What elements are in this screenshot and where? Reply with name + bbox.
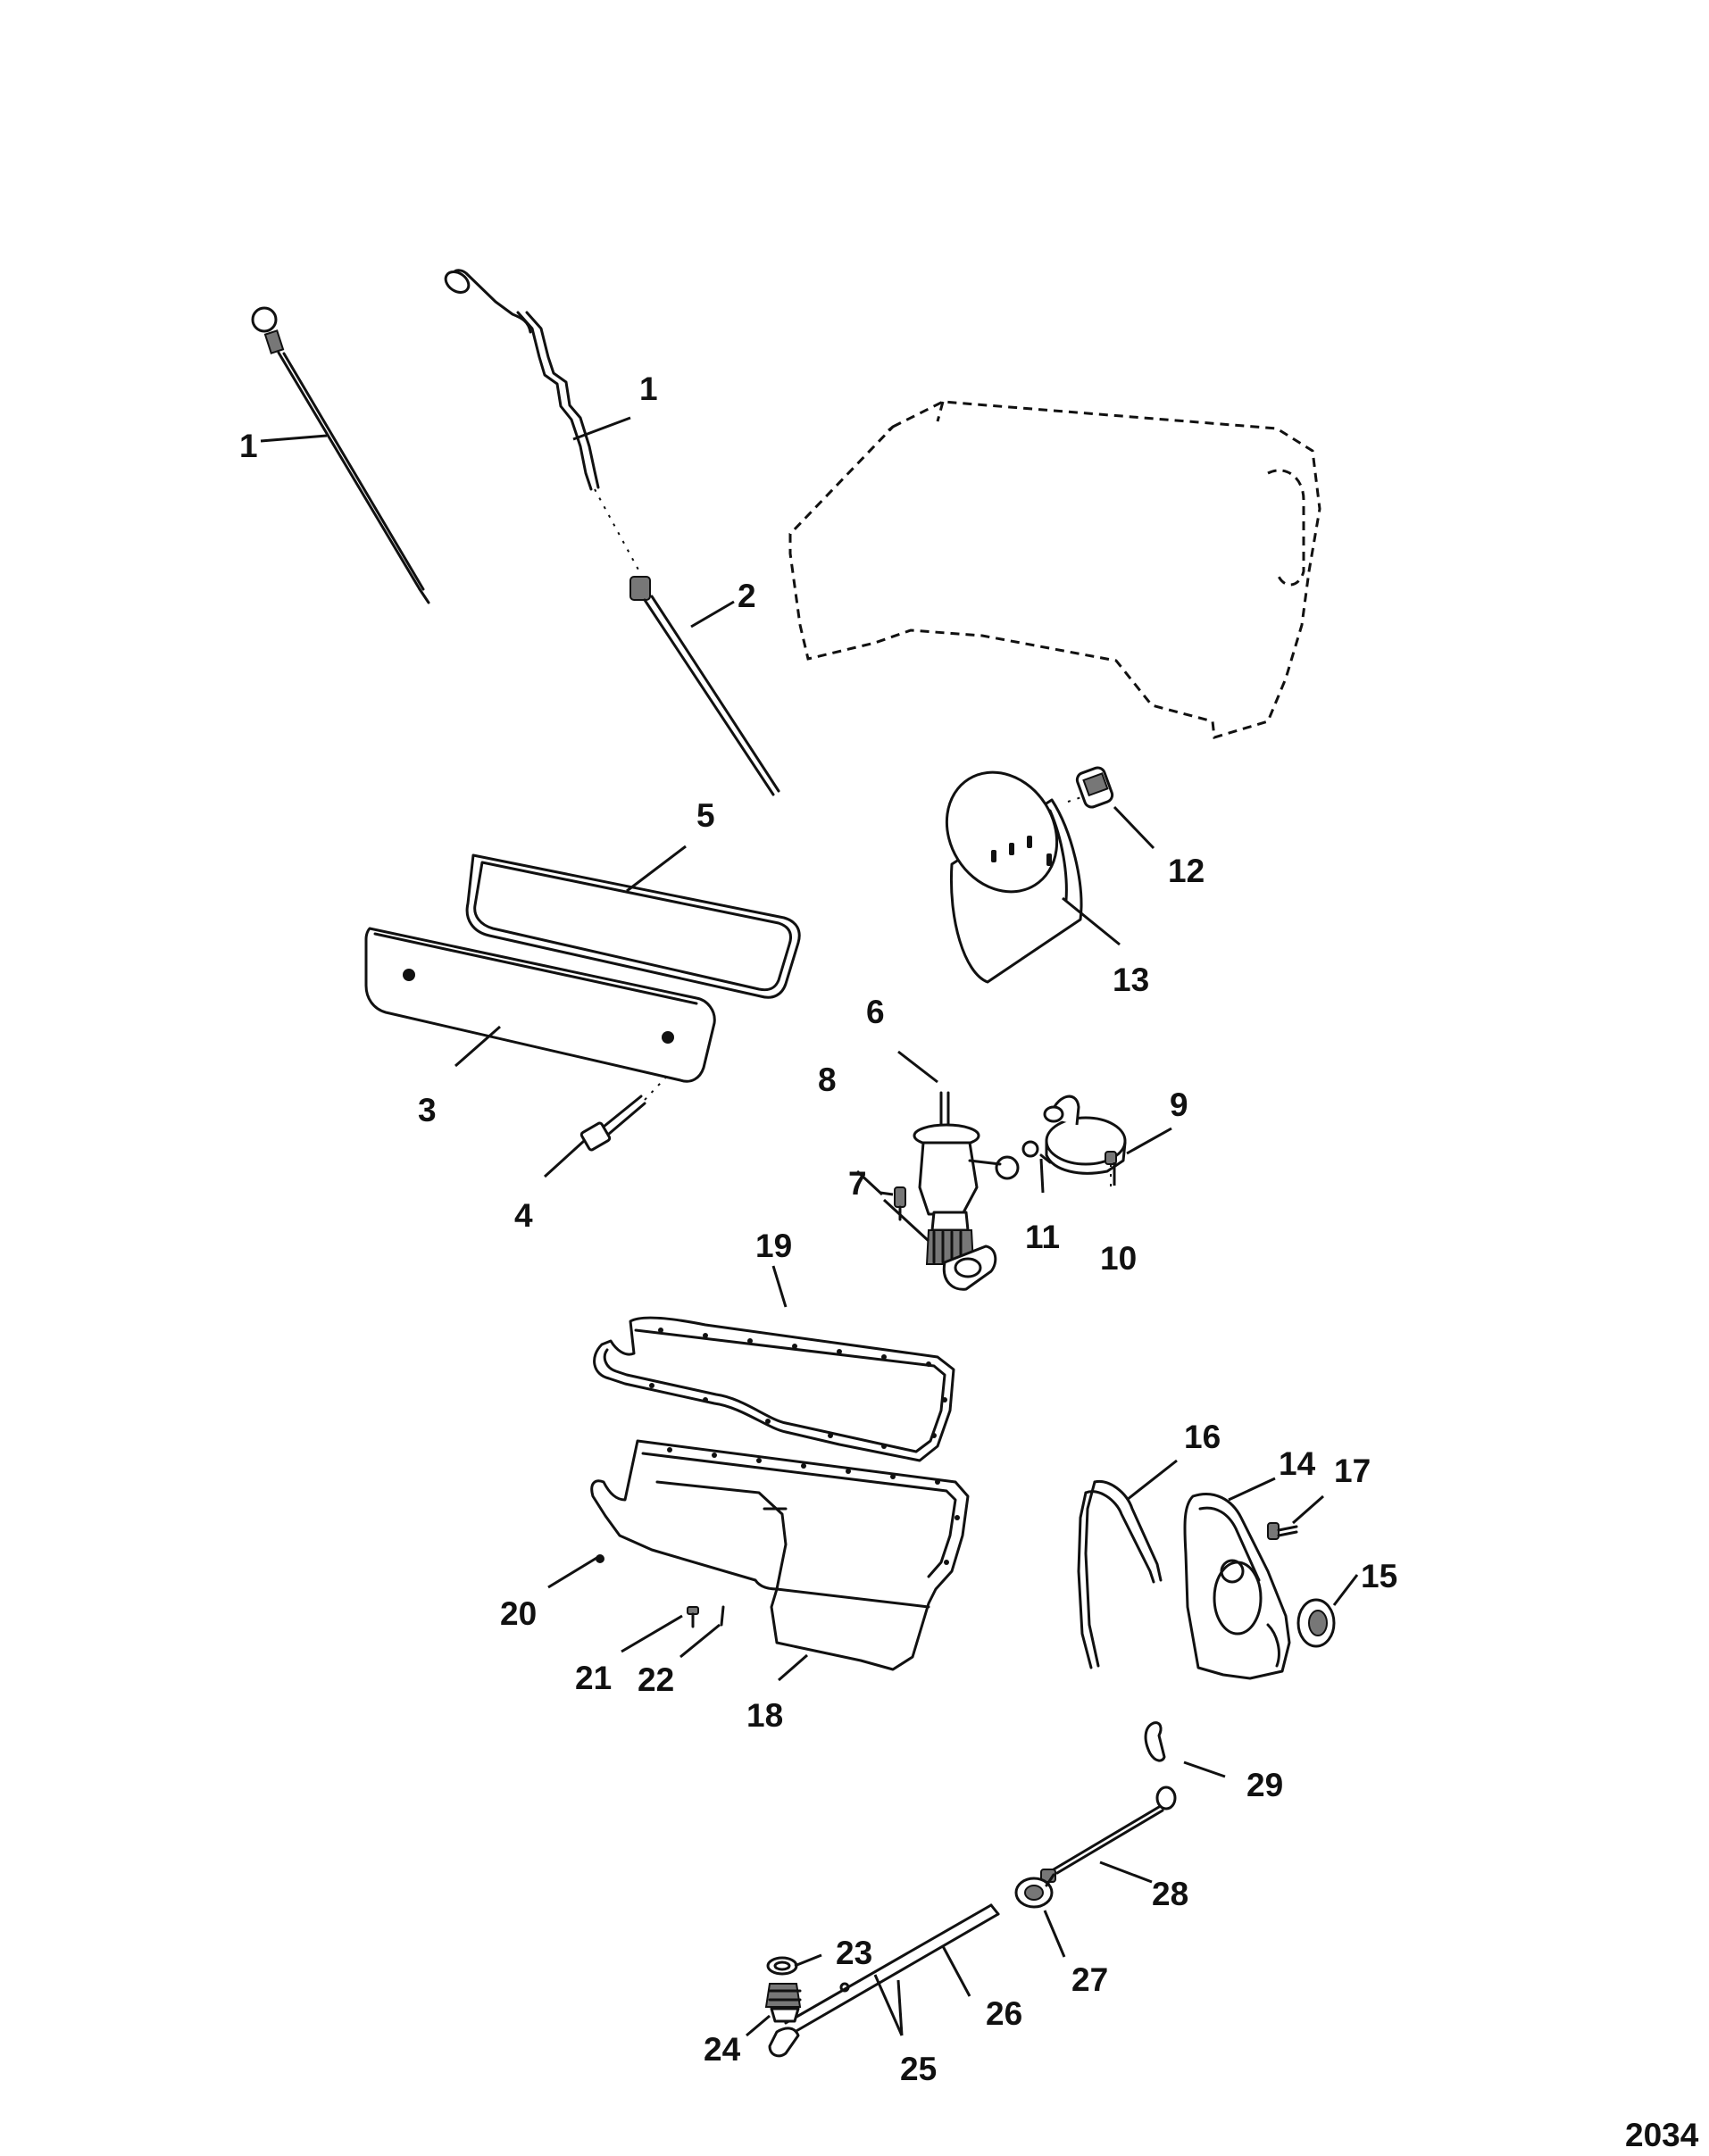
filter-adapter xyxy=(1067,766,1114,809)
callout-27: 27 xyxy=(1071,1961,1108,1998)
callout-21: 21 xyxy=(575,1660,612,1696)
drain-tube xyxy=(784,1903,1000,2034)
callout-10: 10 xyxy=(1100,1240,1137,1277)
oil-pan xyxy=(590,1439,970,1671)
callout-22: 22 xyxy=(638,1661,674,1698)
callout-12: 12 xyxy=(1168,853,1205,889)
figure-number: 2034 xyxy=(1625,2117,1699,2153)
callout-7: 7 xyxy=(848,1165,867,1202)
dipstick-left xyxy=(251,306,430,604)
pan-stud xyxy=(720,1605,725,1627)
callout-5: 5 xyxy=(696,797,715,834)
callout-8: 8 xyxy=(818,1061,837,1098)
callout-11: 11 xyxy=(1025,1219,1060,1255)
drain-plug xyxy=(764,1983,802,2023)
pickup-screw xyxy=(1105,1151,1117,1187)
valve-cover-gasket xyxy=(465,853,801,999)
callout-3: 3 xyxy=(418,1092,437,1128)
valve-cover xyxy=(364,927,716,1083)
callout-4: 4 xyxy=(514,1197,533,1234)
pan-screw xyxy=(687,1606,699,1628)
tube-fitting xyxy=(1014,1873,1055,1909)
callout-17: 17 xyxy=(1334,1453,1371,1489)
callout-28: 28 xyxy=(1152,1876,1188,1912)
callout-9: 9 xyxy=(1170,1086,1188,1123)
callout-15: 15 xyxy=(1361,1558,1397,1594)
leader-lines xyxy=(260,416,1359,2037)
callout-13: 13 xyxy=(1113,961,1149,998)
callout-1-left: 1 xyxy=(239,428,258,464)
callout-24: 24 xyxy=(704,2031,741,2068)
dipstick-with-cap xyxy=(629,576,780,796)
drain-dipstick xyxy=(1040,1786,1177,1883)
callout-25: 25 xyxy=(900,2051,937,2087)
drain-elbow xyxy=(768,2027,800,2058)
pickup-nut xyxy=(1021,1140,1052,1164)
callout-19: 19 xyxy=(755,1228,792,1264)
callout-1-right: 1 xyxy=(639,370,658,407)
crank-seal xyxy=(1296,1598,1336,1648)
pump-gasket xyxy=(942,1244,997,1291)
callout-14: 14 xyxy=(1279,1445,1316,1482)
callout-16: 16 xyxy=(1184,1419,1221,1455)
callout-18: 18 xyxy=(746,1697,783,1734)
valve-cover-bolt xyxy=(579,1070,672,1152)
oil-pump xyxy=(913,1091,1020,1265)
dipstick-loop xyxy=(1144,1721,1166,1762)
timing-cover-bolt xyxy=(1267,1522,1298,1540)
oil-pan-gasket xyxy=(593,1316,955,1462)
callout-29: 29 xyxy=(1246,1767,1283,1803)
front-seal xyxy=(1077,1479,1163,1669)
callout-23: 23 xyxy=(836,1935,872,1971)
drain-washer xyxy=(766,1956,798,1976)
dipstick-tube xyxy=(444,269,640,572)
oil-filter xyxy=(945,770,1083,984)
callout-26: 26 xyxy=(986,1995,1022,2032)
callout-2: 2 xyxy=(738,578,756,614)
callout-20: 20 xyxy=(500,1595,537,1632)
engine-block-outline xyxy=(788,400,1321,739)
callout-6: 6 xyxy=(866,994,885,1030)
callout-labels: 1 1 2 3 4 5 6 7 8 9 10 11 12 13 14 15 16… xyxy=(239,370,1397,2087)
timing-cover xyxy=(1183,1493,1291,1680)
